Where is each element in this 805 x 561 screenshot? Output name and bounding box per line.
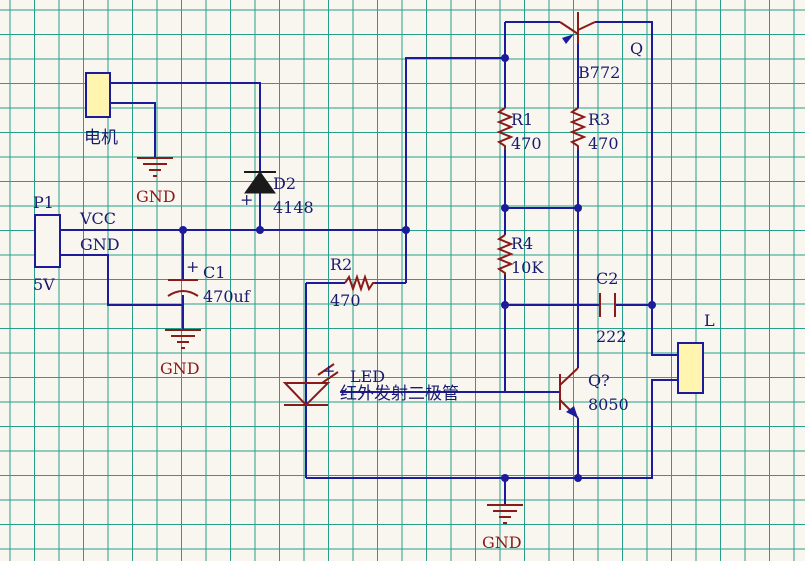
d2-value: 4148	[273, 198, 314, 217]
p1-connector	[34, 214, 61, 268]
l-connector	[677, 342, 704, 394]
c1-value: 470uf	[203, 287, 251, 306]
junctions	[179, 54, 656, 482]
c2-ref: C2	[596, 269, 618, 288]
led-ref: LED	[350, 367, 385, 386]
q-bot-ref: Q?	[588, 371, 610, 390]
diode-d2: +	[240, 171, 276, 209]
l-ref: L	[704, 311, 715, 330]
led-plus: +	[322, 361, 335, 380]
p1-ref: P1	[33, 193, 54, 212]
resistor-r3	[569, 107, 587, 150]
capacitor-c2	[599, 293, 616, 317]
gnd-pin-label: GND	[80, 235, 120, 254]
r4-value: 10K	[511, 258, 544, 277]
r1-value: 470	[511, 134, 542, 153]
transistor-8050	[559, 360, 579, 419]
gnd-label-bottom: GND	[482, 533, 522, 552]
c1-ref: C1	[203, 263, 225, 282]
gnd-label-c1: GND	[160, 359, 200, 378]
r4-ref: R4	[511, 234, 533, 253]
q-top-ref: Q	[630, 39, 643, 58]
r3-value: 470	[588, 134, 619, 153]
svg-text:+: +	[240, 190, 253, 209]
c1-plus: +	[186, 257, 199, 276]
r1-ref: R1	[511, 110, 533, 129]
q-top-value: B772	[578, 63, 620, 82]
d2-ref: D2	[273, 174, 296, 193]
motor-label: 电机	[84, 128, 118, 148]
r2-value: 470	[330, 291, 361, 310]
transistor-b772	[559, 12, 596, 58]
ground-bottom	[487, 504, 523, 524]
led-desc: 红外发射二极管	[340, 384, 459, 404]
resistor-r4	[496, 234, 514, 275]
led-ir	[282, 363, 339, 407]
ground-c1	[165, 329, 201, 349]
capacitor-c1	[167, 279, 199, 297]
r2-ref: R2	[330, 255, 352, 274]
gnd-label-motor: GND	[136, 187, 176, 206]
p1-value: 5V	[33, 275, 55, 294]
r3-ref: R3	[588, 110, 610, 129]
c2-value: 222	[596, 327, 627, 346]
resistor-r2	[344, 273, 375, 293]
motor-connector	[85, 72, 111, 118]
resistor-r1	[496, 107, 514, 150]
ground-motor	[137, 157, 173, 177]
vcc-label: VCC	[79, 209, 116, 228]
q-bot-value: 8050	[588, 395, 629, 414]
